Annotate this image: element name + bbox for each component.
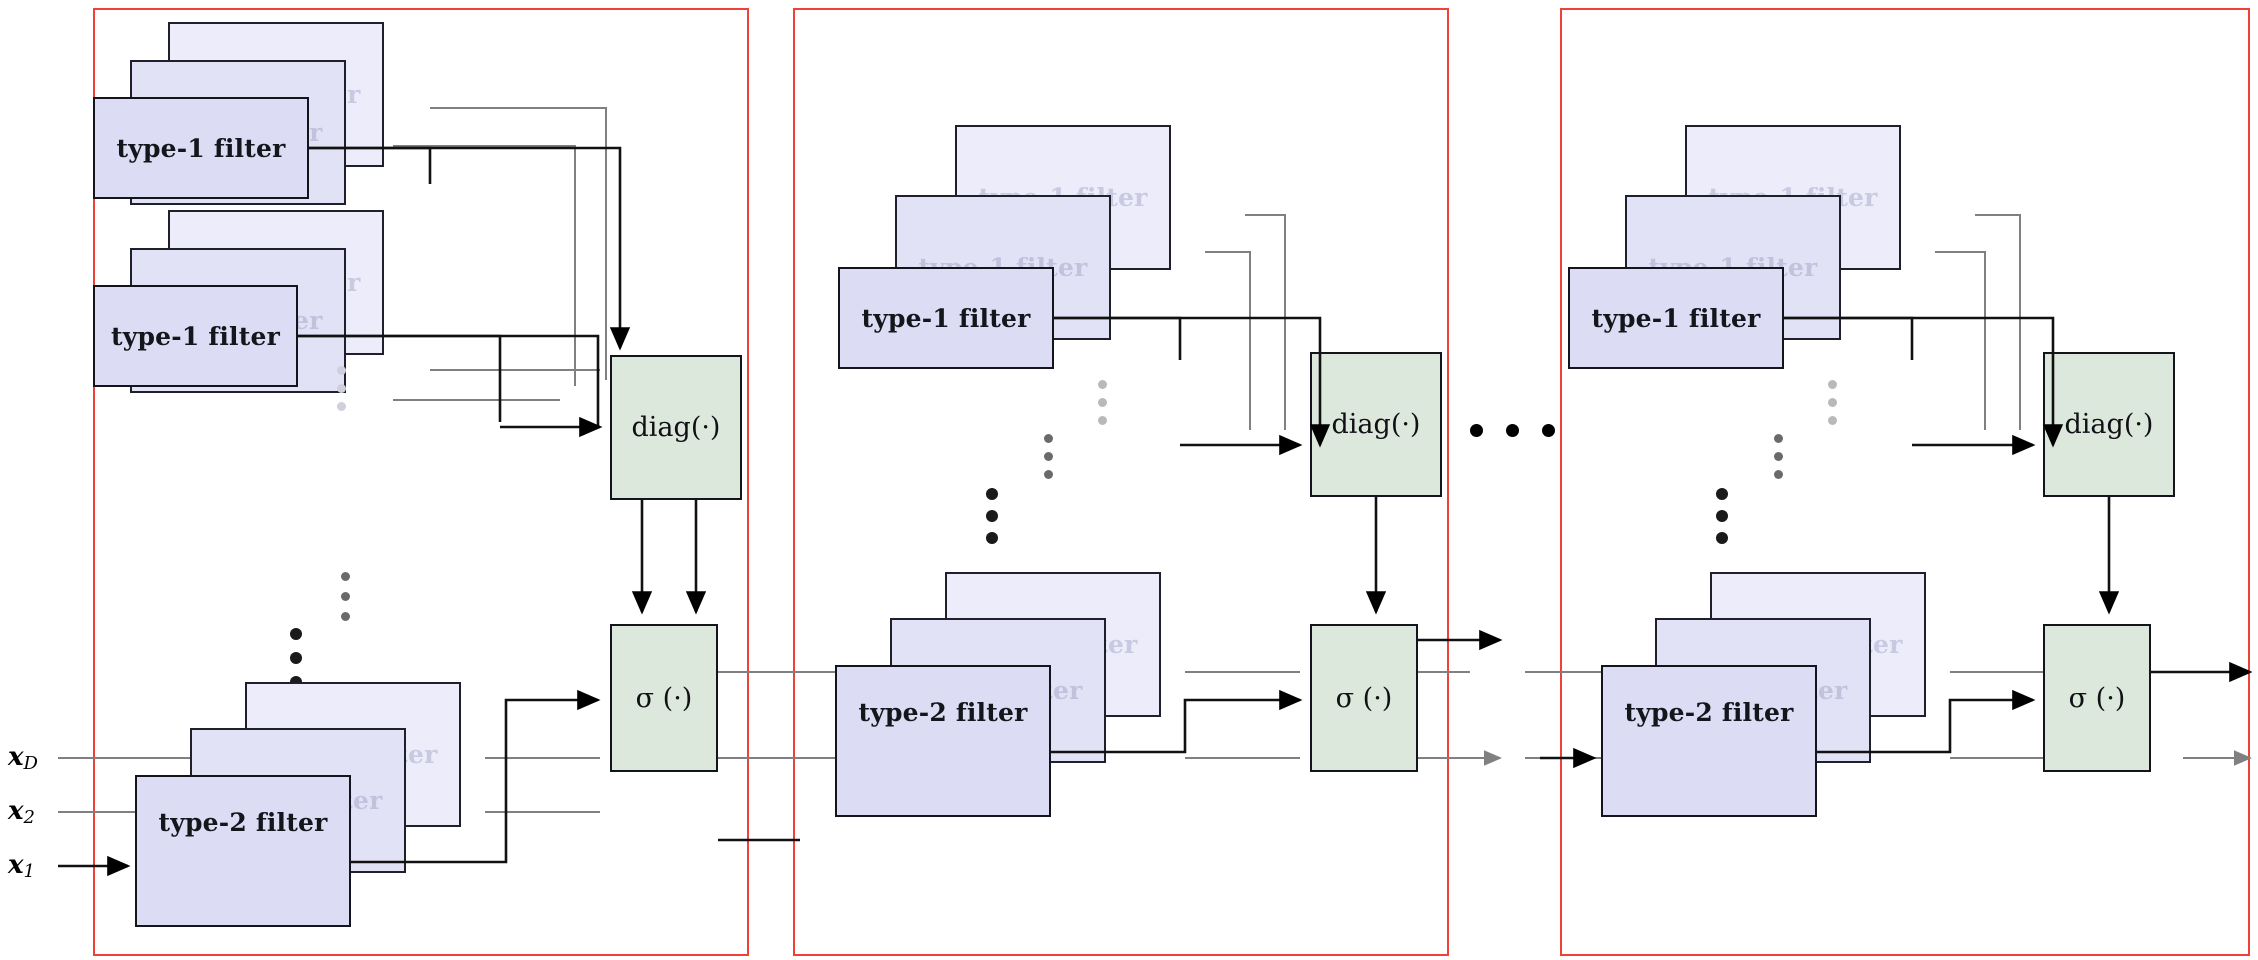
vertical-ellipsis-faded <box>1828 380 1837 425</box>
input-subscript: 2 <box>23 807 35 828</box>
sigma-op-label: σ (·) <box>2068 682 2126 714</box>
sigma-op-box[interactable]: σ (·) <box>610 624 718 772</box>
type1-filter-card-front[interactable]: type-1 filter <box>1568 267 1784 369</box>
input-symbol: x <box>8 742 24 772</box>
input-subscript: 1 <box>23 861 35 882</box>
block-frame-2 <box>793 8 1449 956</box>
type1-filter-label: type-1 filter <box>116 133 286 163</box>
diag-op-label: diag(·) <box>1331 409 1421 440</box>
vertical-ellipsis-mid <box>341 572 350 621</box>
horizontal-ellipsis-between-blocks <box>1470 424 1555 437</box>
vertical-ellipsis-mid <box>1044 434 1053 479</box>
diag-op-label: diag(·) <box>631 412 721 443</box>
type1-filter-label: type-1 filter <box>1591 303 1761 333</box>
type2-filter-label: type-2 filter <box>858 697 1028 727</box>
vertical-ellipsis-strong <box>1716 488 1728 544</box>
block-frame-1 <box>93 8 749 956</box>
input-label-x2: x2 <box>8 796 35 828</box>
vertical-ellipsis-faded <box>1098 380 1107 425</box>
input-label-xD: xD <box>8 742 38 774</box>
sigma-op-box[interactable]: σ (·) <box>2043 624 2151 772</box>
vertical-ellipsis-mid <box>1774 434 1783 479</box>
diag-op-box[interactable]: diag(·) <box>610 355 742 500</box>
input-subscript: D <box>23 753 38 774</box>
sigma-op-label: σ (·) <box>1335 682 1393 714</box>
type1-filter-card-front[interactable]: type-1 filter <box>93 285 298 387</box>
type2-filter-label: type-2 filter <box>1624 697 1794 727</box>
type1-filter-label: type-1 filter <box>111 321 280 351</box>
sigma-op-label: σ (·) <box>635 682 693 714</box>
type2-filter-card-front[interactable]: type-2 filter <box>1601 665 1817 817</box>
diag-op-box[interactable]: diag(·) <box>1310 352 1442 497</box>
type2-filter-label: type-2 filter <box>158 807 328 837</box>
type1-filter-card-front[interactable]: type-1 filter <box>838 267 1054 369</box>
vertical-ellipsis-faded <box>337 366 346 411</box>
vertical-ellipsis-strong <box>986 488 998 544</box>
input-label-x1: x1 <box>8 850 35 882</box>
sigma-op-box[interactable]: σ (·) <box>1310 624 1418 772</box>
input-symbol: x <box>8 850 24 880</box>
type2-filter-card-front[interactable]: type-2 filter <box>835 665 1051 817</box>
type1-filter-label: type-1 filter <box>861 303 1031 333</box>
type1-filter-card-front[interactable]: type-1 filter <box>93 97 309 199</box>
diag-op-box[interactable]: diag(·) <box>2043 352 2175 497</box>
type2-filter-card-front[interactable]: type-2 filter <box>135 775 351 927</box>
block-frame-3 <box>1560 8 2250 956</box>
input-symbol: x <box>8 796 24 826</box>
diag-op-label: diag(·) <box>2064 409 2154 440</box>
